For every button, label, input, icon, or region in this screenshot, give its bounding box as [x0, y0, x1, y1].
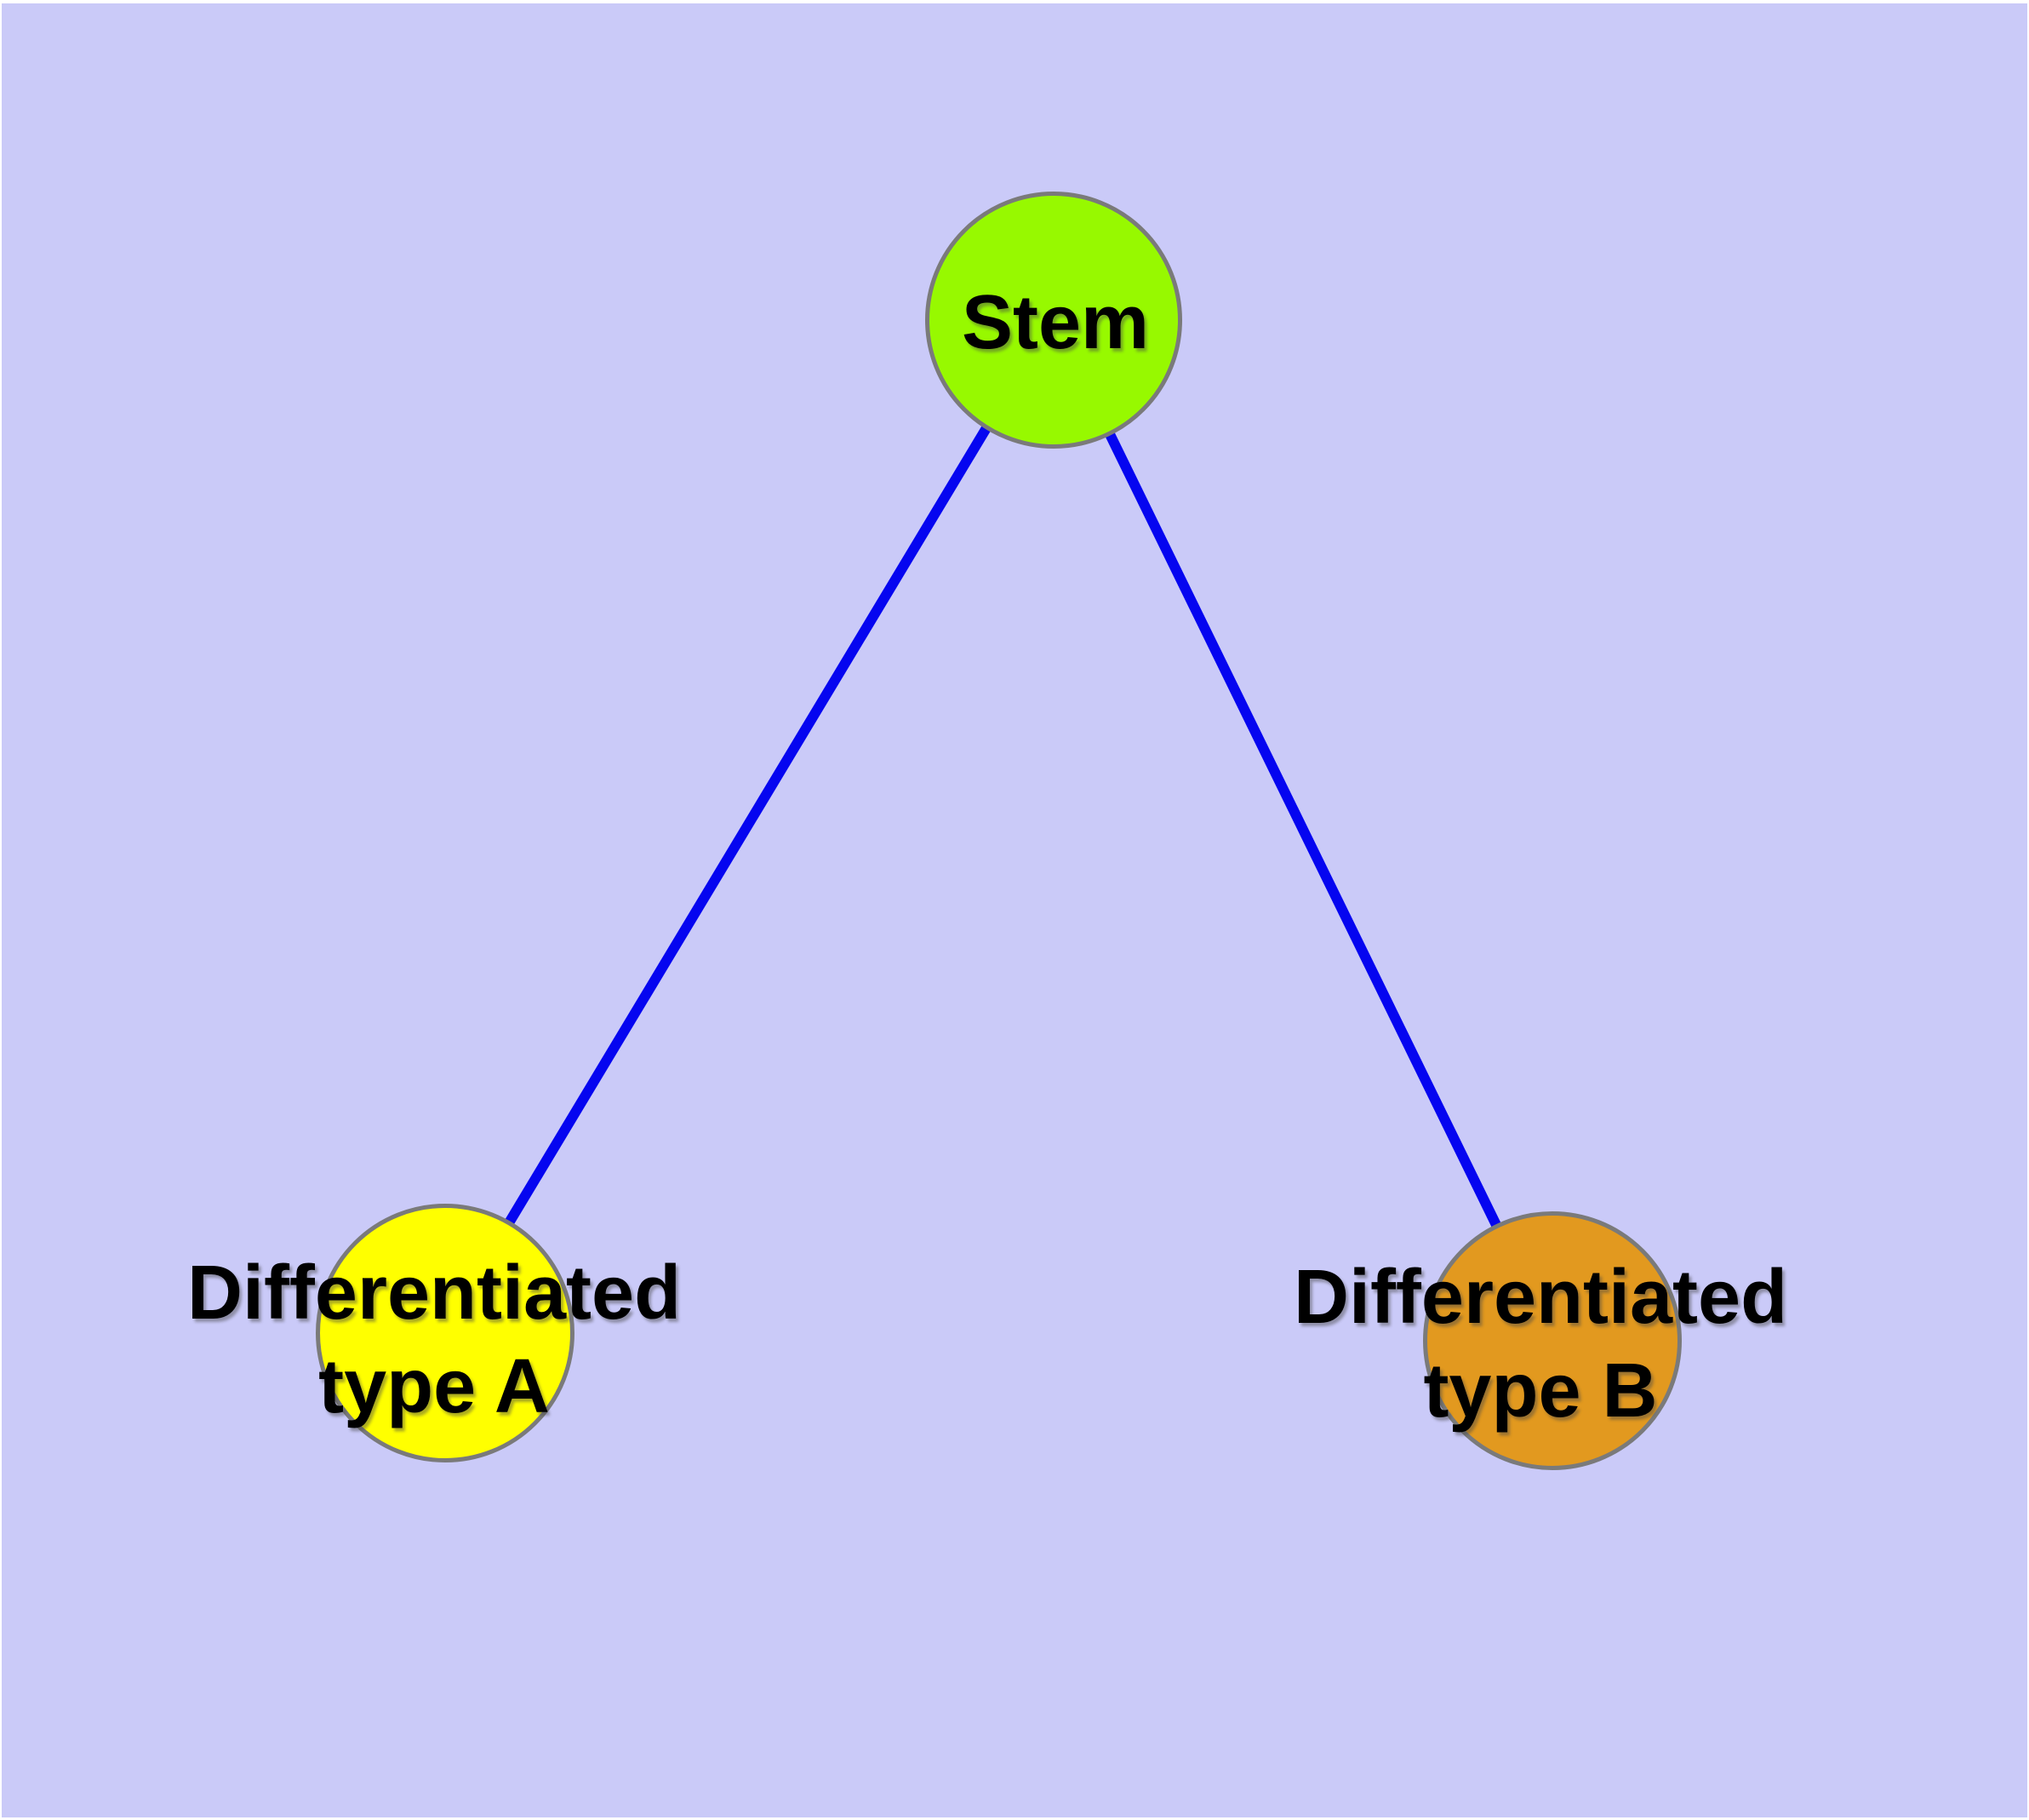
edge-stem-to-type-a: [439, 314, 1058, 1334]
node-stem-circle: [925, 192, 1182, 449]
node-differentiated-type-b-circle: [1423, 1211, 1682, 1470]
node-stem-label: Stem: [962, 276, 1149, 369]
node-differentiated-type-b-label: Differentiated type B: [1294, 1251, 1787, 1438]
node-differentiated-type-a-label: Differentiated type A: [187, 1246, 681, 1434]
label-line-2: type A: [318, 1344, 550, 1429]
label-line: Stem: [961, 280, 1150, 365]
edge-stem-to-type-b: [1048, 315, 1557, 1341]
label-line-1: Differentiated: [186, 1251, 682, 1336]
node-differentiated-type-a-circle: [316, 1204, 574, 1462]
label-line-1: Differentiated: [1293, 1255, 1788, 1340]
label-line-2: type B: [1423, 1348, 1658, 1434]
